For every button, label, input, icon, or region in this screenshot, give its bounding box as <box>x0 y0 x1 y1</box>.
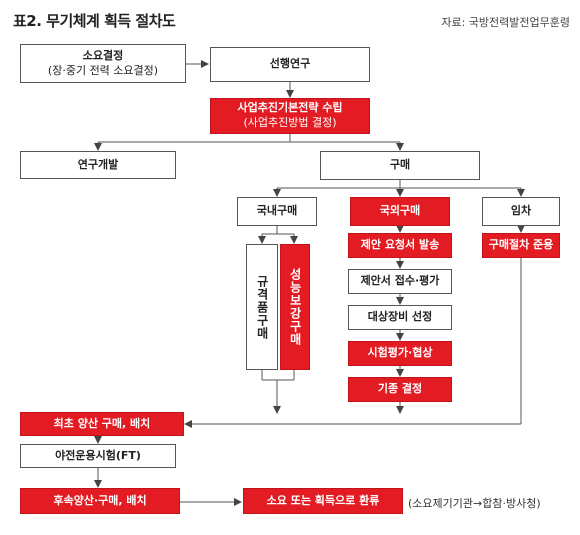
node-reflux-title: 소요 또는 획득으로 환류 <box>266 493 380 507</box>
node-spec-purchase: 규격품구매 <box>246 244 278 370</box>
node-model-decide-title: 기종 결정 <box>377 382 423 396</box>
source-note: 자료: 국방전력발전업무훈령 <box>441 16 570 29</box>
node-follow-production: 후속양산·구매, 배치 <box>20 488 180 514</box>
node-candidate-select: 대상장비 선정 <box>348 305 452 330</box>
node-foreign: 국외구매 <box>350 197 450 226</box>
node-candidate-select-title: 대상장비 선정 <box>367 310 433 324</box>
node-requirement: 소요결정 (장·중기 전력 소요결정) <box>20 44 186 83</box>
node-lease-title: 임차 <box>510 204 532 218</box>
node-rnd-title: 연구개발 <box>77 157 119 171</box>
node-proposal-eval: 제안서 접수·평가 <box>348 269 452 294</box>
node-lease-proc: 구매절차 준용 <box>482 233 560 258</box>
node-perf-purchase: 성능보강구매 <box>280 244 310 370</box>
node-test-negotiate: 시험평가·협상 <box>348 341 452 366</box>
node-foreign-title: 국외구매 <box>379 204 421 218</box>
node-requirement-sub: (장·중기 전력 소요결정) <box>47 63 159 77</box>
node-lease: 임차 <box>482 197 560 226</box>
node-prior-research-title: 선행연구 <box>269 57 311 71</box>
node-rnd: 연구개발 <box>20 151 176 179</box>
node-strategy: 사업추진기본전략 수립 (사업추진방법 결정) <box>210 98 370 134</box>
node-rfp: 제안 요청서 발송 <box>348 233 452 258</box>
node-reflux: 소요 또는 획득으로 환류 <box>243 488 403 514</box>
node-follow-production-title: 후속양산·구매, 배치 <box>53 493 147 507</box>
node-lease-proc-title: 구매절차 준용 <box>488 238 554 252</box>
node-strategy-title: 사업추진기본전략 수립 <box>237 101 343 115</box>
node-field-test-title: 야전운용시험(FT) <box>55 448 141 462</box>
node-prior-research: 선행연구 <box>210 47 370 82</box>
node-purchase-title: 구매 <box>389 158 411 172</box>
node-proposal-eval-title: 제안서 접수·평가 <box>360 274 440 288</box>
node-spec-purchase-title: 규격품구매 <box>255 274 270 340</box>
reflux-note: (소요제기기관→합참·방사청) <box>408 497 541 510</box>
node-domestic: 국내구매 <box>237 197 317 226</box>
node-test-negotiate-title: 시험평가·협상 <box>367 346 433 360</box>
node-perf-purchase-title: 성능보강구매 <box>288 268 303 346</box>
page-title: 표2. 무기체계 획득 절차도 <box>13 12 176 30</box>
node-initial-production: 최초 양산 구매, 배치 <box>20 412 184 436</box>
node-strategy-sub: (사업추진방법 결정) <box>243 116 337 129</box>
node-rfp-title: 제안 요청서 발송 <box>360 238 440 252</box>
node-requirement-title: 소요결정 <box>82 48 124 62</box>
node-initial-production-title: 최초 양산 구매, 배치 <box>53 416 151 430</box>
node-model-decide: 기종 결정 <box>348 377 452 402</box>
node-domestic-title: 국내구매 <box>256 204 298 218</box>
node-field-test: 야전운용시험(FT) <box>20 444 176 468</box>
node-purchase: 구매 <box>320 151 480 180</box>
